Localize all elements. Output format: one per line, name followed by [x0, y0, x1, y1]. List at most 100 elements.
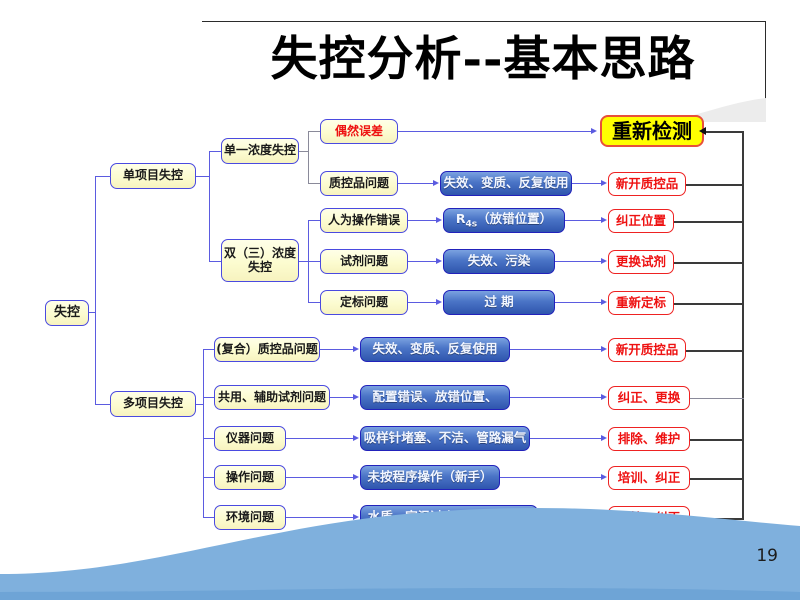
node-cause-environment[interactable]: 环境问题	[214, 505, 286, 530]
node-detail-qc-material[interactable]: 失效、变质、反复使用	[440, 171, 572, 196]
connector-sub1-out	[299, 151, 309, 153]
node-cause-random-error[interactable]: 偶然误差	[320, 119, 398, 144]
slide-number: 19	[756, 546, 778, 566]
connector-detail3-to-action3	[565, 220, 602, 222]
connector-cause4-to-detail4	[408, 261, 437, 263]
node-detail-reagent[interactable]: 失效、污染	[443, 249, 555, 274]
connector-fork-to-sub2	[209, 261, 222, 263]
node-action-replace-reagent[interactable]: 更换试剂	[608, 250, 674, 274]
feedback-from-action7	[690, 398, 744, 400]
node-action-recalibrate[interactable]: 重新定标	[608, 291, 674, 315]
connector-branch2-to-cause8	[203, 438, 214, 440]
arrowhead-action7	[601, 393, 607, 400]
node-detail-composite-qc[interactable]: 失效、变质、反复使用	[360, 337, 510, 362]
connector-spine-to-branch1	[95, 176, 111, 178]
connector-detail4-to-action4	[555, 261, 602, 263]
connector-spine-to-branch2	[95, 404, 111, 406]
connector-cause10-to-detail10	[286, 517, 354, 519]
connector-branch1-fork	[209, 151, 211, 262]
node-detail-shared-reagent[interactable]: 配置错误、放错位置、	[360, 385, 510, 410]
connector-cause3-to-detail3	[408, 220, 437, 222]
connector-sub2-to-cause4	[308, 261, 320, 263]
connector-branch1-out	[196, 176, 210, 178]
feedback-vertical-bus	[742, 131, 744, 519]
node-action-train-correct[interactable]: 培训、纠正	[608, 466, 690, 490]
feedback-from-action2	[686, 184, 744, 186]
connector-root-to-spine	[89, 312, 96, 314]
node-cause-calibration[interactable]: 定标问题	[320, 290, 408, 315]
node-action-new-qc-material-1[interactable]: 新开质控品	[608, 172, 686, 196]
connector-sub2-to-cause3	[308, 220, 320, 222]
connector-cause2-to-detail2	[398, 183, 434, 185]
arrowhead-feedback-into-retest	[699, 126, 706, 135]
connector-fork-to-sub1	[209, 151, 222, 153]
connector-detail8-to-action8	[530, 438, 602, 440]
arrowhead-action4	[601, 257, 607, 264]
connector-branch2-to-cause7	[203, 397, 214, 399]
node-detail-operation[interactable]: 未按程序操作（新手）	[360, 465, 500, 490]
node-action-correct-replace[interactable]: 纠正、更换	[608, 386, 690, 410]
connector-detail7-to-action7	[510, 397, 602, 399]
node-detail-instrument[interactable]: 吸样针堵塞、不洁、管路漏气	[360, 426, 530, 451]
arrowhead-detail3	[436, 216, 442, 223]
node-detail-r4s-misplacement[interactable]: R4s（放错位置）	[443, 208, 565, 233]
arrowhead-action5	[601, 298, 607, 305]
node-cause-human-operation[interactable]: 人为操作错误	[320, 208, 408, 233]
feedback-return-to-retest	[706, 131, 743, 133]
node-action-new-qc-material-2[interactable]: 新开质控品	[608, 338, 686, 362]
node-action-remove-maintain[interactable]: 排除、维护	[608, 427, 690, 451]
connector-sub1-to-cause1	[308, 131, 320, 133]
connector-root-spine	[95, 176, 97, 404]
feedback-from-action3	[674, 221, 744, 223]
arrowhead-action8	[601, 434, 607, 441]
node-branch-multi-item[interactable]: 多项目失控	[110, 391, 196, 417]
connector-cause7-to-detail7	[330, 397, 354, 399]
node-cause-operation[interactable]: 操作问题	[214, 465, 286, 490]
connector-cause5-to-detail5	[408, 302, 437, 304]
arrowhead-detail2	[433, 179, 439, 186]
arrowhead-detail6	[353, 345, 359, 352]
feedback-from-action8	[690, 439, 744, 441]
node-action-retest[interactable]: 重新检测	[600, 115, 704, 147]
node-cause-instrument[interactable]: 仪器问题	[214, 426, 286, 451]
arrowhead-action3	[601, 216, 607, 223]
connector-cause6-to-detail6	[320, 349, 354, 351]
connector-sub1-to-cause2	[308, 183, 320, 185]
arrowhead-action9	[601, 473, 607, 480]
connector-detail5-to-action5	[555, 302, 602, 304]
node-cause-reagent[interactable]: 试剂问题	[320, 249, 408, 274]
node-detail-calibration[interactable]: 过 期	[443, 290, 555, 315]
connector-sub1-bracket	[308, 131, 310, 184]
connector-branch2-to-cause9	[203, 477, 214, 479]
connector-branch2-to-cause10	[203, 517, 214, 519]
connector-branch2-out	[196, 404, 204, 406]
connector-branch2-to-cause6	[203, 349, 214, 351]
arrowhead-detail4	[436, 257, 442, 264]
node-cause-shared-reagent[interactable]: 共用、辅助试剂问题	[214, 385, 330, 410]
connector-sub2-out	[299, 261, 309, 263]
connector-detail2-to-action2	[572, 183, 602, 185]
connector-cause1-to-retest	[398, 131, 592, 133]
feedback-from-action6	[686, 350, 744, 352]
arrowhead-action6	[601, 345, 607, 352]
node-root-failure[interactable]: 失控	[45, 300, 89, 326]
node-action-correct-position[interactable]: 纠正位置	[608, 209, 674, 233]
connector-cause8-to-detail8	[286, 438, 354, 440]
detail-r4s-text: R4s（放错位置）	[455, 210, 553, 230]
connector-detail6-to-action6	[510, 349, 602, 351]
connector-sub2-to-cause5	[308, 302, 320, 304]
arrowhead-retest	[591, 127, 597, 134]
feedback-from-action5	[674, 303, 744, 305]
arrowhead-action2	[601, 179, 607, 186]
node-sub-double-concentration[interactable]: 双（三）浓度 失控	[221, 239, 299, 282]
feedback-from-action9	[690, 478, 744, 480]
node-branch-single-item[interactable]: 单项目失控	[110, 163, 196, 189]
feedback-from-action4	[674, 262, 744, 264]
arrowhead-detail8	[353, 434, 359, 441]
node-cause-composite-qc[interactable]: (复合）质控品问题	[214, 337, 320, 362]
node-sub-single-concentration[interactable]: 单一浓度失控	[221, 138, 299, 164]
arrowhead-detail5	[436, 298, 442, 305]
node-cause-qc-material[interactable]: 质控品问题	[320, 171, 398, 196]
arrowhead-detail7	[353, 393, 359, 400]
